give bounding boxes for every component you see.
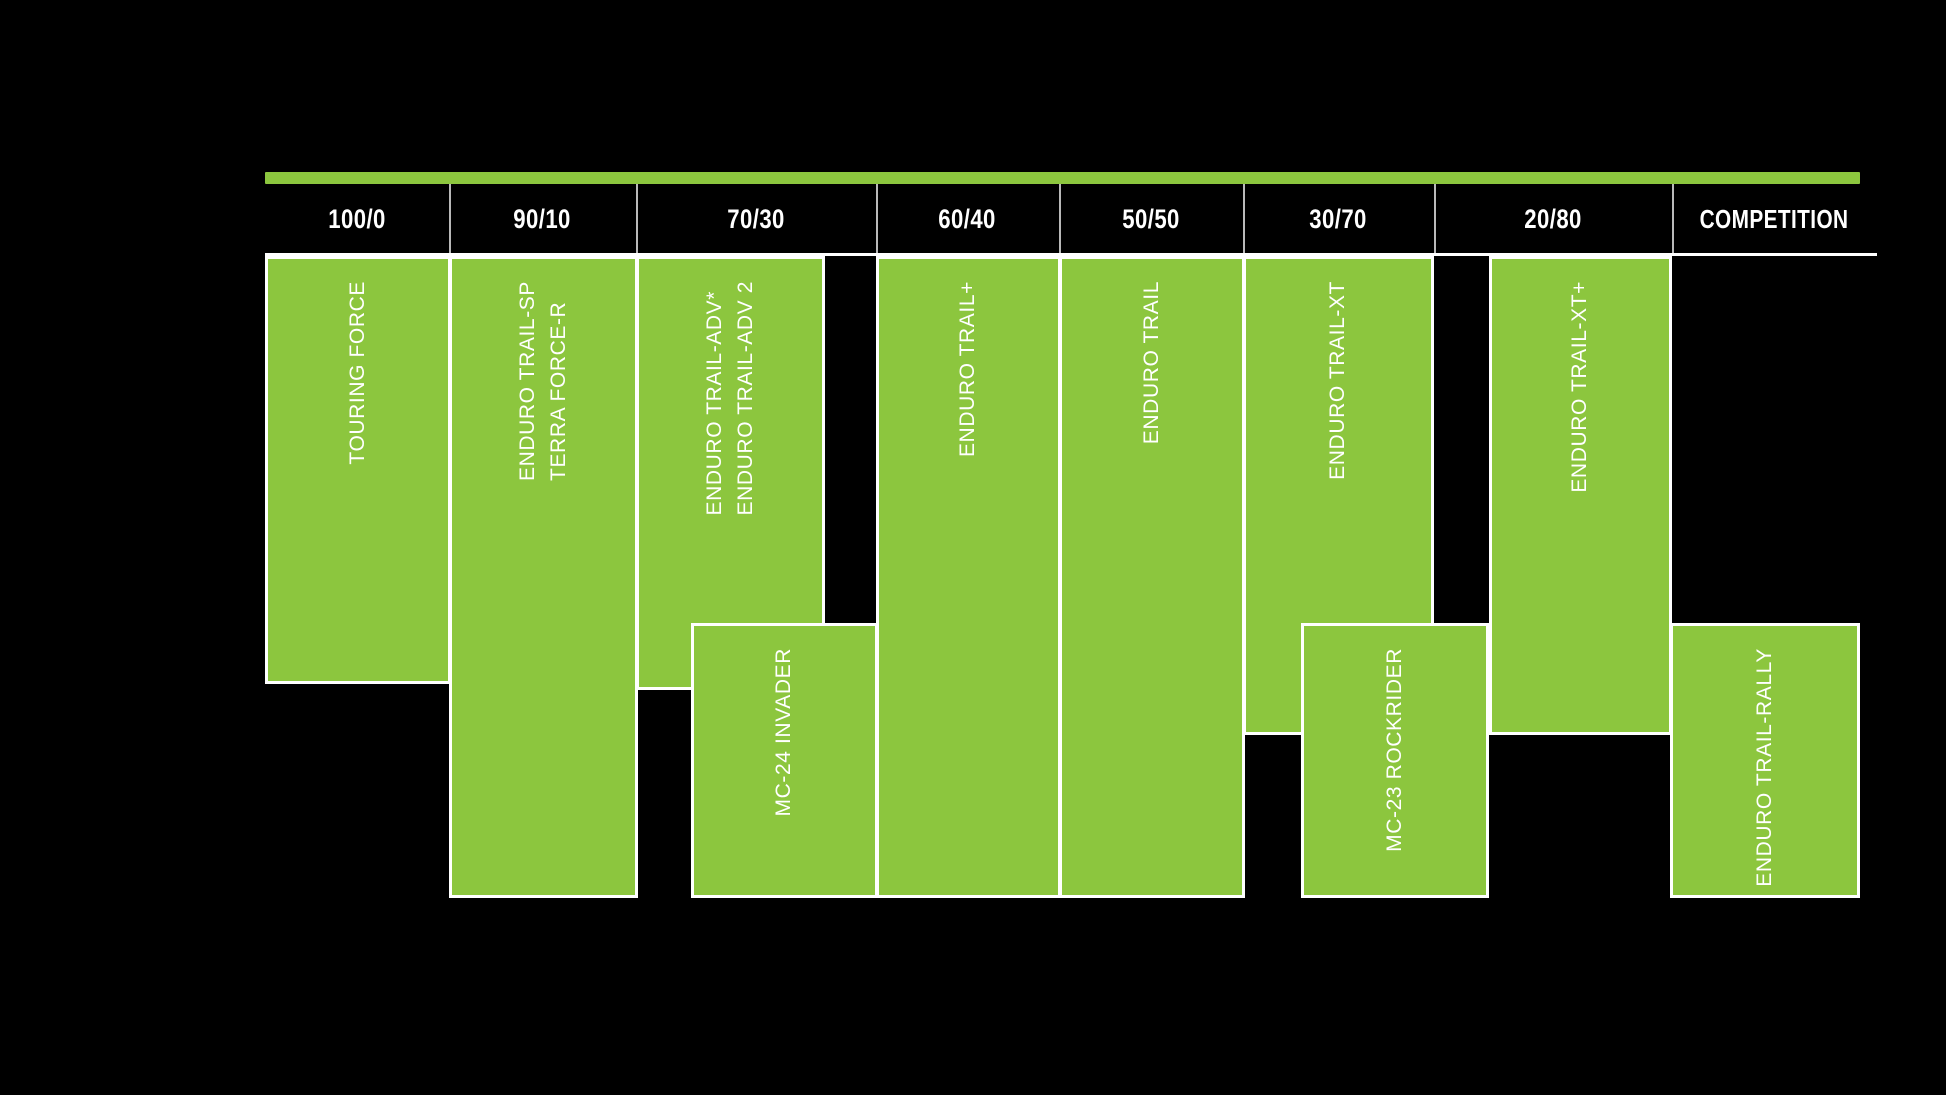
header-divider	[449, 184, 451, 254]
bar-label-wrap: TOURING FORCE	[268, 259, 448, 681]
bar-mc-24-invader[interactable]: MC-24 INVADER	[691, 623, 878, 898]
bar-label: ENDURO TRAIL+	[956, 281, 980, 458]
header-cell-90-10[interactable]: 90/10	[449, 184, 636, 254]
header-baseline-rule	[265, 253, 1877, 256]
bar-label-wrap: ENDURO TRAIL	[1062, 259, 1242, 895]
bar-enduro-trail-rally[interactable]: ENDURO TRAIL-RALLY	[1670, 623, 1860, 898]
header-cell-label: 20/80	[1524, 203, 1582, 234]
header-divider	[1434, 184, 1436, 254]
header-divider	[1672, 184, 1674, 254]
category-header-row: 100/0 90/10 70/30 60/40 50/50 30/70 20/80 COMPE…	[265, 184, 1877, 254]
header-divider	[1243, 184, 1245, 254]
bar-label-stack: TOURING FORCE	[344, 281, 372, 465]
bar-label: ENDURO TRAIL-SP	[516, 281, 540, 481]
header-cell-label: 60/40	[938, 203, 997, 234]
bar-label-stack: ENDURO TRAIL-XT+	[1566, 281, 1594, 493]
header-cell-60-40[interactable]: 60/40	[876, 184, 1059, 254]
bar-label-stack: ENDURO TRAIL	[1138, 281, 1166, 444]
header-cell-70-30[interactable]: 70/30	[636, 184, 876, 254]
bar-enduro-trail-[interactable]: ENDURO TRAIL+	[876, 256, 1061, 898]
bar-label: ENDURO TRAIL-XT+	[1568, 281, 1592, 493]
bar-enduro-trail-xt-[interactable]: ENDURO TRAIL-XT+	[1489, 256, 1672, 735]
bar-label: ENDURO TRAIL	[1139, 281, 1163, 445]
bar-label: ENDURO TRAIL-XT	[1326, 281, 1350, 480]
bar-label-stack: ENDURO TRAIL-RALLY	[1751, 648, 1779, 887]
bar-label-wrap: ENDURO TRAIL-RALLY	[1673, 626, 1857, 895]
bar-label-stack: MC-24 INVADER	[770, 648, 798, 816]
header-cell-competition[interactable]: COMPETITION	[1672, 184, 1877, 254]
bar-label-wrap: MC-23 ROCKRIDER	[1304, 626, 1486, 895]
bar-touring-force[interactable]: TOURING FORCE	[265, 256, 451, 684]
bar-label-stack: MC-23 ROCKRIDER	[1381, 648, 1409, 852]
bar-label-wrap: ENDURO TRAIL-XT+	[1492, 259, 1669, 732]
header-divider	[1059, 184, 1061, 254]
header-divider	[876, 184, 878, 254]
bar-label-stack: ENDURO TRAIL-XT	[1324, 281, 1352, 480]
bar-label: MC-23 ROCKRIDER	[1382, 648, 1406, 852]
header-cell-label: 50/50	[1122, 203, 1180, 234]
bar-label: TERRA FORCE-R	[546, 301, 570, 481]
header-cell-30-70[interactable]: 30/70	[1243, 184, 1434, 254]
bar-label: TOURING FORCE	[345, 281, 369, 465]
header-cell-label: 100/0	[328, 203, 386, 234]
bar-label: ENDURO TRAIL-ADV 2	[733, 281, 757, 516]
header-cell-label: 90/10	[513, 203, 572, 234]
bar-label: MC-24 INVADER	[772, 648, 796, 817]
bar-label-wrap: MC-24 INVADER	[694, 626, 875, 895]
header-cell-label: 70/30	[727, 203, 785, 234]
header-cell-100-0[interactable]: 100/0	[265, 184, 449, 254]
top-accent-rule	[265, 172, 1860, 184]
bar-label-stack: ENDURO TRAIL+	[954, 281, 982, 457]
bar-label-wrap: ENDURO TRAIL+	[879, 259, 1058, 895]
header-divider	[636, 184, 638, 254]
bar-enduro-trail[interactable]: ENDURO TRAIL	[1059, 256, 1245, 898]
bar-label: ENDURO TRAIL-RALLY	[1752, 648, 1776, 887]
header-cell-50-50[interactable]: 50/50	[1059, 184, 1243, 254]
header-cell-label: 30/70	[1309, 203, 1368, 234]
bar-mc-23-rockrider[interactable]: MC-23 ROCKRIDER	[1301, 623, 1489, 898]
header-cell-label: COMPETITION	[1700, 203, 1849, 234]
header-cell-20-80[interactable]: 20/80	[1434, 184, 1672, 254]
bar-label: ENDURO TRAIL-ADV*	[703, 290, 727, 516]
